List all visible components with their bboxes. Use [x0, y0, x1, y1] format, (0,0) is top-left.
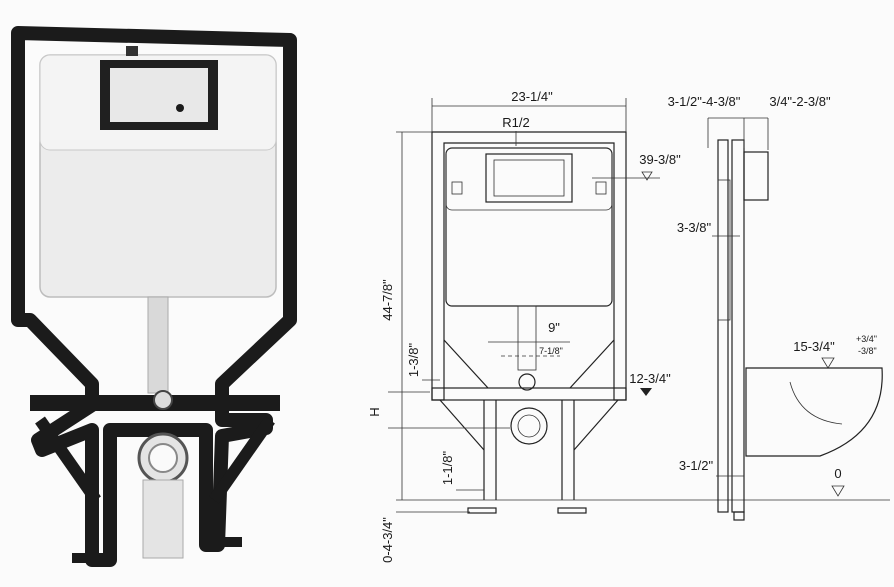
flush-pipe-outlet [153, 390, 173, 410]
drain-pipe [142, 479, 184, 559]
front-diag-left [443, 339, 489, 389]
dim-h: H [367, 407, 382, 416]
drain-opening [148, 443, 178, 473]
dim-button-height: 39-3/8" [639, 152, 681, 167]
side-foot [733, 511, 745, 521]
dim-pipe-offset: 3-3/8" [677, 220, 712, 235]
front-diag-right [569, 339, 615, 389]
front-lower-brace-right [573, 399, 619, 451]
dim-depth-frame: 3-1/2"-4-3/8" [668, 94, 741, 109]
dim-seat-height: 15-3/4" [793, 339, 835, 354]
front-plate-inner [493, 159, 565, 197]
dim-foot-height: 1-1/8" [440, 450, 455, 485]
dim-width-top: 23-1/4" [511, 89, 553, 104]
front-frame-outline [431, 131, 627, 401]
side-frame-back [731, 139, 745, 513]
front-flush-outlet [518, 373, 536, 391]
level-marker-bolt [640, 388, 652, 396]
dim-adjust-range: 0-4-3/4" [380, 517, 395, 563]
right-foot [200, 537, 242, 547]
front-tank [445, 147, 613, 307]
front-tank-top [445, 147, 613, 211]
level-marker-seat [821, 357, 835, 369]
front-foot-right [557, 507, 587, 514]
dim-total-height: 44-7/8" [380, 279, 395, 321]
flush-plate-recess [110, 68, 208, 122]
right-brace [209, 416, 275, 504]
front-lower-brace-left [439, 399, 485, 451]
side-elevation: 3-1/2"-4-3/8" 3/4"-2-3/8" 3-3/8" 15-3/4"… [668, 94, 883, 521]
left-foot [72, 553, 114, 563]
dim-spacing-narrow: 7-1/8" [539, 346, 563, 356]
front-foot-left [467, 507, 497, 514]
front-flush-pipe [517, 305, 537, 371]
left-brace [35, 416, 101, 504]
dim-depth-plate: 3/4"-2-3/8" [769, 94, 831, 109]
dim-inlet: R1/2 [502, 115, 529, 130]
side-tank [717, 179, 731, 321]
front-plate-frame [485, 153, 573, 203]
actuator-hole [176, 104, 184, 112]
flush-pipe [147, 296, 169, 394]
level-marker-button [641, 171, 653, 181]
dim-seat-tol-plus: +3/4" [856, 334, 877, 344]
dim-spacing-wide: 9" [548, 320, 560, 335]
front-bracket-left [451, 181, 463, 195]
dim-seat-tol-minus: -3/8" [858, 346, 877, 356]
front-drain [510, 407, 548, 445]
water-inlet [126, 46, 138, 56]
side-bowl-inner [789, 381, 843, 425]
side-frame-front [717, 139, 729, 513]
carrier-frame-photo [11, 26, 297, 567]
front-crossbar [431, 387, 627, 401]
level-marker-floor [831, 485, 845, 497]
front-bracket-right [595, 181, 607, 195]
front-drain-inner [517, 414, 541, 438]
dim-offset-small: 1-3/8" [406, 342, 421, 377]
side-flush-plate [743, 151, 769, 201]
dim-floor-level: 0 [834, 466, 841, 481]
dim-bottom-offset: 3-1/2" [679, 458, 714, 473]
side-toilet-bowl [745, 367, 883, 457]
front-elevation: 23-1/4" R1/2 39-3/8" 44-7/8" 9" 7-1/8" 1… [367, 89, 890, 563]
dim-bolt-height: 12-3/4" [629, 371, 671, 386]
